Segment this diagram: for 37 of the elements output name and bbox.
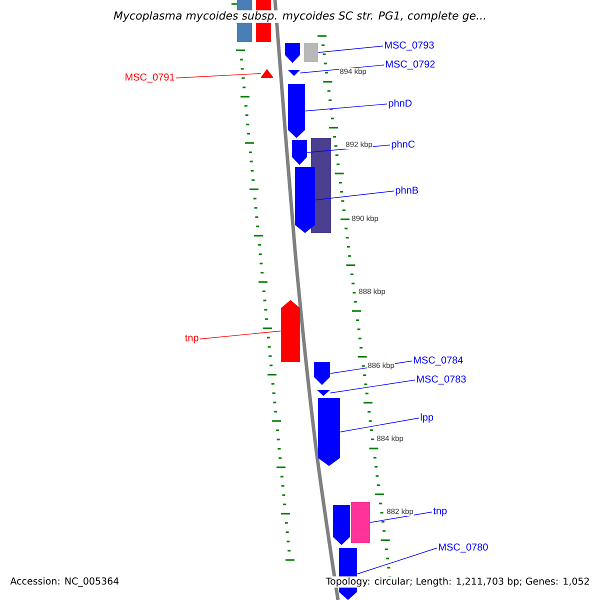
leader-line <box>340 418 420 432</box>
leader-line <box>330 380 416 394</box>
gene-label: MSC_0793 <box>385 42 434 50</box>
gene-box <box>351 502 370 543</box>
gene-block <box>295 167 315 233</box>
gene-label: lpp <box>420 413 434 423</box>
gene-block <box>288 70 300 76</box>
leader-line <box>304 104 388 112</box>
gene-label: phnC <box>392 140 415 150</box>
title: Mycoplasma mycoides subsp. mycoides SC str. PG1, complete ge... <box>112 10 488 23</box>
gene-block <box>285 43 300 63</box>
leader-line <box>314 190 394 200</box>
leader-line <box>176 73 262 78</box>
leader-line <box>318 46 384 53</box>
gene-label: MSC_0783 <box>417 376 466 384</box>
gene-box <box>304 43 318 62</box>
gene-block <box>292 140 307 165</box>
gene-label: MSC_0784 <box>414 356 463 366</box>
gene-label: MSC_0791 <box>126 74 174 82</box>
gene-label: tnp <box>185 334 198 344</box>
gene-label: MSC_0780 <box>439 544 488 552</box>
gene-label: phnD <box>388 99 412 109</box>
footer-text: Accession: NC_005364 <box>9 576 120 588</box>
gene-block <box>281 300 300 362</box>
leader-line <box>370 512 432 523</box>
leader-line <box>356 548 438 574</box>
gene-block <box>314 362 330 385</box>
leader-line <box>200 330 282 340</box>
gene-label: phnB <box>396 186 418 196</box>
gene-label: MSC_0792 <box>386 60 435 70</box>
gene-block <box>333 505 350 545</box>
gene-block <box>318 398 340 466</box>
gene-block <box>288 84 305 138</box>
footer-text: Topology: circular; Length: 1,211,703 bp; Genes: 1,052 <box>324 576 591 588</box>
gene-block <box>261 69 273 78</box>
gene-label: tnp <box>433 508 447 516</box>
gene-block <box>317 390 330 396</box>
